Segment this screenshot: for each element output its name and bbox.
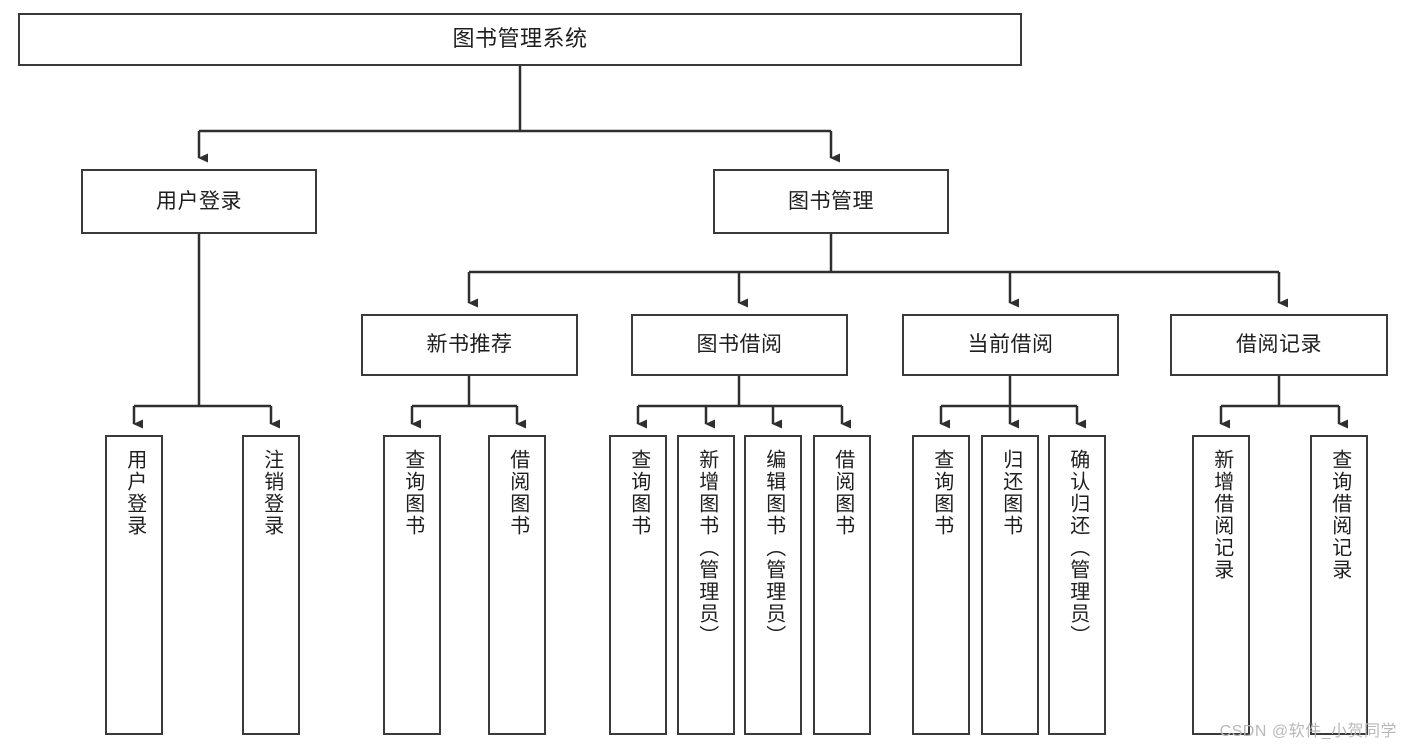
node-new-book-recommend[interactable]: 新书推荐 — [361, 314, 578, 376]
node-label: 借阅记录 — [1236, 333, 1322, 357]
node-label: 编辑图书（管理员） — [762, 449, 785, 647]
node-label: 归还图书 — [999, 449, 1022, 537]
node-leaf-borrow-add-book-admin[interactable]: 新增图书（管理员） — [677, 435, 735, 735]
node-book-management[interactable]: 图书管理 — [713, 169, 949, 234]
node-leaf-record-query-record[interactable]: 查询借阅记录 — [1310, 435, 1368, 735]
node-label: 图书管理 — [788, 189, 874, 213]
node-leaf-record-add-record[interactable]: 新增借阅记录 — [1192, 435, 1250, 735]
node-label: 查询图书 — [401, 449, 424, 537]
csdn-watermark: CSDN @软件_小贺同学 — [1219, 723, 1397, 740]
node-label: 用户登录 — [156, 189, 242, 213]
node-borrow-record[interactable]: 借阅记录 — [1170, 314, 1388, 376]
node-leaf-borrow-edit-book-admin[interactable]: 编辑图书（管理员） — [744, 435, 802, 735]
node-label: 查询图书 — [627, 449, 650, 537]
node-root-book-management-system[interactable]: 图书管理系统 — [18, 13, 1022, 66]
node-leaf-user-login-logout[interactable]: 注销登录 — [242, 435, 300, 735]
node-label: 当前借阅 — [967, 333, 1054, 357]
node-leaf-newbook-query-book[interactable]: 查询图书 — [383, 435, 441, 735]
node-leaf-borrow-query-book[interactable]: 查询图书 — [609, 435, 667, 735]
node-label: 借阅图书 — [506, 449, 529, 537]
node-label: 查询借阅记录 — [1328, 449, 1351, 581]
node-user-login[interactable]: 用户登录 — [81, 169, 317, 234]
node-label: 查询图书 — [930, 449, 953, 537]
node-label: 借阅图书 — [831, 449, 854, 537]
node-label: 新增图书（管理员） — [695, 449, 718, 647]
node-label: 用户登录 — [123, 449, 146, 537]
node-label: 图书管理系统 — [452, 26, 588, 52]
node-leaf-current-confirm-return-admin[interactable]: 确认归还（管理员） — [1048, 435, 1106, 735]
node-leaf-newbook-borrow-book[interactable]: 借阅图书 — [488, 435, 546, 735]
node-label: 图书借阅 — [696, 333, 783, 357]
node-leaf-user-login-login[interactable]: 用户登录 — [105, 435, 163, 735]
node-leaf-borrow-borrow-book[interactable]: 借阅图书 — [813, 435, 871, 735]
node-leaf-current-return-book[interactable]: 归还图书 — [981, 435, 1039, 735]
node-label: 确认归还（管理员） — [1066, 449, 1089, 647]
node-leaf-current-query-book[interactable]: 查询图书 — [912, 435, 970, 735]
node-current-borrow[interactable]: 当前借阅 — [902, 314, 1119, 376]
node-label: 新书推荐 — [426, 333, 513, 357]
node-book-borrow[interactable]: 图书借阅 — [631, 314, 848, 376]
node-label: 新增借阅记录 — [1210, 449, 1233, 581]
node-label: 注销登录 — [260, 449, 283, 537]
